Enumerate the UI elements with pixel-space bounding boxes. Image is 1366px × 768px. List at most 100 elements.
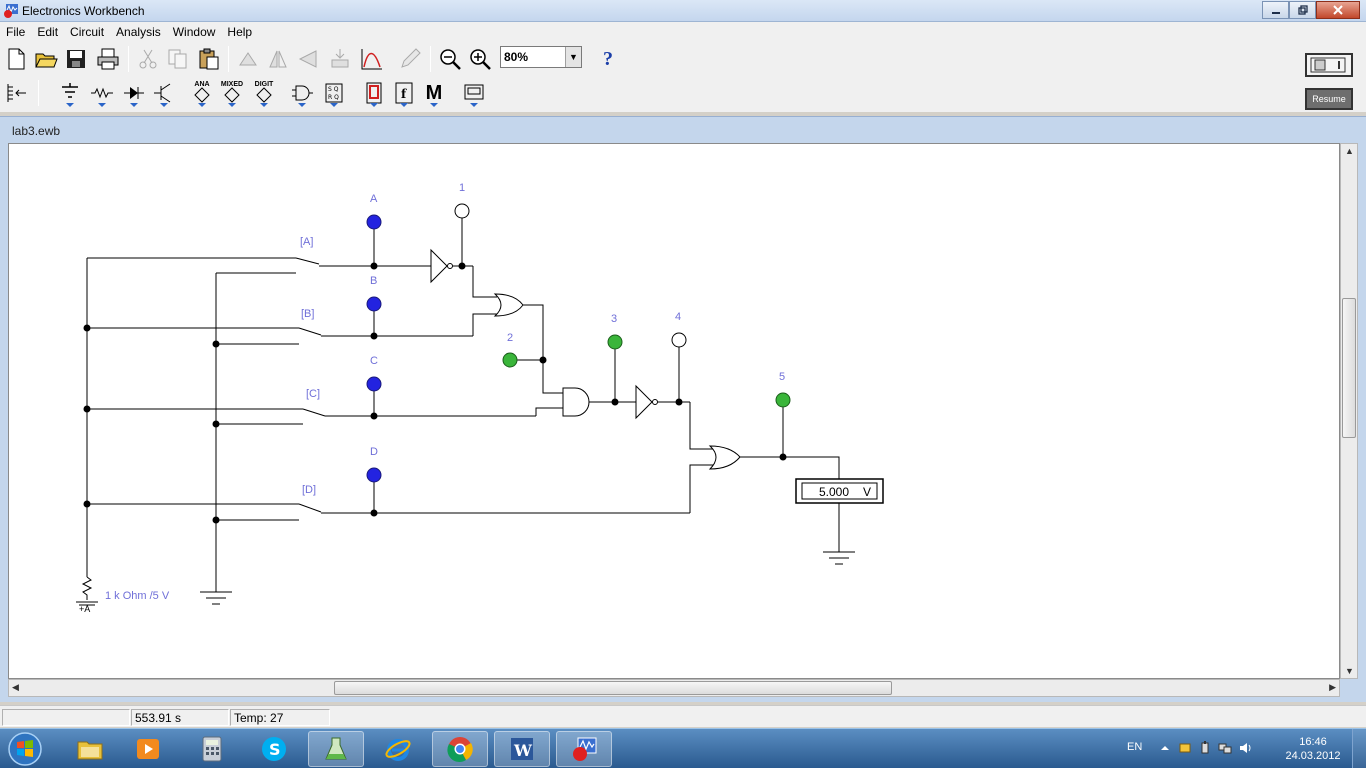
mixed-ic-icon <box>224 87 240 103</box>
menu-help[interactable]: Help <box>227 25 253 39</box>
probe-2-label: 2 <box>507 332 513 344</box>
electronics-workbench-icon <box>4 4 18 18</box>
graph-button[interactable] <box>358 45 386 73</box>
show-desktop-button[interactable] <box>1352 729 1366 768</box>
zoom-in-icon <box>470 49 491 70</box>
analog-ics-bin-button[interactable]: ANA <box>188 79 216 107</box>
transistor-icon <box>154 83 171 103</box>
taskbar-clock[interactable]: 16:46 24.03.2012 <box>1283 735 1343 763</box>
diodes-bin-button[interactable] <box>120 79 148 107</box>
switch-c-label: [C] <box>306 388 320 400</box>
chrome-icon <box>447 737 473 762</box>
zoom-in-button[interactable] <box>466 45 494 73</box>
paste-button[interactable] <box>194 45 222 73</box>
component-properties-button[interactable] <box>396 45 424 73</box>
menu-analysis[interactable]: Analysis <box>116 25 161 39</box>
power-switch[interactable] <box>1305 53 1353 77</box>
taskbar-word[interactable]: W <box>494 731 550 767</box>
horizontal-scrollbar[interactable]: ◀ ▶ <box>8 679 1340 697</box>
new-button[interactable] <box>2 45 30 73</box>
scroll-right-icon[interactable]: ▶ <box>1329 682 1336 692</box>
taskbar-explorer[interactable] <box>62 731 118 767</box>
vertical-scrollbar[interactable]: ▲ ▼ <box>1340 143 1358 679</box>
maximize-button[interactable] <box>1289 1 1316 19</box>
scroll-left-icon[interactable]: ◀ <box>12 682 19 692</box>
output-probes <box>454 203 791 408</box>
switch-a-label: [A] <box>300 236 313 248</box>
usb-device-icon[interactable] <box>1198 741 1212 755</box>
close-button[interactable] <box>1316 1 1360 19</box>
circuit-canvas[interactable]: 5.000 V [A] [B] [C] [D] A B C D 1 2 3 4 … <box>8 143 1340 679</box>
zoom-select[interactable]: 80% ▼ <box>500 46 582 68</box>
probe-d-indicator <box>366 467 382 483</box>
vertical-scroll-thumb[interactable] <box>1342 298 1356 438</box>
flask-icon <box>325 737 347 760</box>
copy-button[interactable] <box>164 45 192 73</box>
network-icon[interactable] <box>1218 741 1232 755</box>
logic-gates-bin-button[interactable] <box>288 79 316 107</box>
instruments-m-icon: M <box>425 81 443 104</box>
instruments-bin-button[interactable] <box>460 79 488 107</box>
flip-vertical-button[interactable] <box>264 45 292 73</box>
title-bar: Electronics Workbench <box>0 0 1366 22</box>
and-gate-icon <box>292 85 313 101</box>
scroll-up-icon[interactable]: ▲ <box>1345 146 1354 156</box>
indicators-bin-button[interactable] <box>360 79 388 107</box>
menu-edit[interactable]: Edit <box>37 25 59 39</box>
taskbar-media-player[interactable] <box>120 731 176 767</box>
resistor-icon <box>91 87 113 99</box>
taskbar-internet-explorer[interactable] <box>370 731 426 767</box>
print-button[interactable] <box>94 45 122 73</box>
taskbar-skype[interactable]: S <box>246 731 302 767</box>
switch-b-label: [B] <box>301 308 314 320</box>
cut-button[interactable] <box>134 45 162 73</box>
voltmeter[interactable]: 5.000 V <box>795 478 884 504</box>
probe-a-label: A <box>370 193 378 205</box>
show-hidden-icons-icon[interactable] <box>1158 741 1172 755</box>
parts-bin-toggle-button[interactable] <box>2 79 30 107</box>
subcircuit-button[interactable] <box>326 45 354 73</box>
miscellaneous-bin-button[interactable]: M <box>420 79 448 107</box>
flip-vertical-icon <box>269 50 287 68</box>
menu-circuit[interactable]: Circuit <box>70 25 105 39</box>
controls-bin-button[interactable]: f <box>390 79 418 107</box>
temp-value: 27 <box>270 711 284 725</box>
menu-window[interactable]: Window <box>172 25 216 39</box>
probe-1-label: 1 <box>459 182 465 194</box>
digital-ics-bin-button[interactable]: DIGIT <box>250 79 278 107</box>
rotate-button[interactable] <box>234 45 262 73</box>
printer-icon <box>97 48 119 70</box>
taskbar-electronics-workbench[interactable] <box>556 731 612 767</box>
basic-bin-button[interactable] <box>88 79 116 107</box>
minimize-button[interactable] <box>1262 1 1289 19</box>
action-center-flag-icon[interactable] <box>1178 741 1192 755</box>
source-label: 1 k Ohm /5 V <box>105 590 170 602</box>
probe-2-indicator <box>502 352 518 368</box>
clock-date: 24.03.2012 <box>1285 750 1341 762</box>
taskbar-hydra[interactable] <box>308 731 364 767</box>
resume-button[interactable]: Resume <box>1305 88 1353 110</box>
menu-file[interactable]: File <box>6 25 26 39</box>
start-button[interactable] <box>4 731 46 767</box>
open-button[interactable] <box>32 45 60 73</box>
transistors-bin-button[interactable] <box>150 79 178 107</box>
flip-horizontal-button[interactable] <box>294 45 322 73</box>
help-button[interactable]: ? <box>594 45 622 73</box>
taskbar-chrome[interactable] <box>432 731 488 767</box>
language-indicator[interactable]: EN <box>1127 741 1143 753</box>
system-tray <box>1158 741 1252 755</box>
scroll-down-icon[interactable]: ▼ <box>1345 666 1354 676</box>
chevron-down-icon[interactable]: ▼ <box>565 47 581 67</box>
volume-icon[interactable] <box>1238 741 1252 755</box>
horizontal-scroll-thumb[interactable] <box>334 681 892 695</box>
save-button[interactable] <box>62 45 90 73</box>
probe-c-indicator <box>366 376 382 392</box>
sources-bin-button[interactable] <box>56 79 84 107</box>
zoom-out-button[interactable] <box>436 45 464 73</box>
document-title: lab3.ewb <box>12 124 61 138</box>
mixed-ics-bin-button[interactable]: MIXED <box>218 79 246 107</box>
restore-icon <box>1297 5 1308 15</box>
voltmeter-unit: V <box>863 485 871 499</box>
taskbar-calculator[interactable] <box>184 731 240 767</box>
